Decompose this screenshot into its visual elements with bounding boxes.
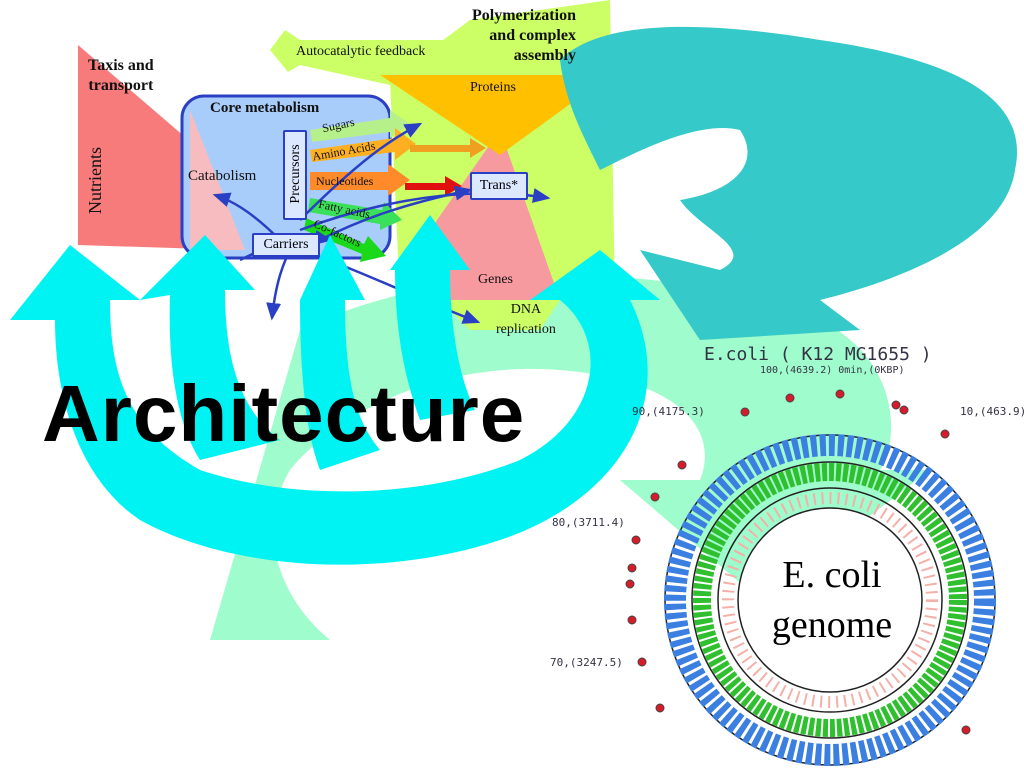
red-trans-arrow	[405, 176, 462, 196]
nucleotides-label: Nucleotides	[316, 174, 374, 188]
autocatalytic-arrow	[270, 30, 470, 85]
genome-map-title: E.coli ( K12 MG1655 )	[704, 344, 932, 365]
mint-feedback-arrow	[210, 275, 930, 640]
genome-caption: E. coli genome	[771, 554, 893, 646]
sugars-arrow	[310, 110, 410, 142]
fatty-acids-arrow	[308, 198, 402, 230]
dna-replication-label: DNA replication	[496, 302, 556, 337]
teal-blob	[560, 26, 1017, 340]
slide-title: Architecture	[42, 369, 526, 458]
trans-box: Trans*	[470, 172, 528, 200]
amino-acids-arrow	[310, 128, 416, 162]
genome-tick-70: 70,(3247.5)	[550, 656, 623, 669]
genes-triangle	[430, 130, 560, 300]
genes-label: Genes	[478, 272, 513, 287]
precursors-label: Precursors	[288, 144, 303, 204]
proteins-triangle	[380, 75, 610, 155]
orange-protein-arrow	[410, 138, 486, 158]
genome-tick-right: 10,(463.9)	[960, 405, 1024, 418]
catabolism-wedge	[190, 110, 245, 250]
cofactors-arrow	[304, 218, 386, 262]
taxis-transport-label: Taxis and transport	[88, 57, 154, 94]
genome-tick-90: 90,(4175.3)	[632, 405, 705, 418]
genome-tick-top: 100,(4639.2) 0min,(0KBP)	[760, 365, 905, 376]
proteins-label: Proteins	[470, 80, 516, 95]
architecture-arrows	[10, 215, 660, 565]
nutrients-label: Nutrients	[85, 147, 105, 214]
autocatalytic-label: Autocatalytic feedback	[296, 44, 426, 59]
catabolism-label: Catabolism	[188, 168, 257, 184]
genome-circle	[625, 389, 996, 766]
core-metabolism-title: Core metabolism	[210, 100, 320, 116]
precursors-box: Precursors	[283, 130, 307, 220]
polymerization-label: Polymerization and complex assembly	[472, 7, 576, 64]
carriers-box: Carriers	[252, 233, 320, 257]
genome-tick-80: 80,(3711.4)	[552, 516, 625, 529]
